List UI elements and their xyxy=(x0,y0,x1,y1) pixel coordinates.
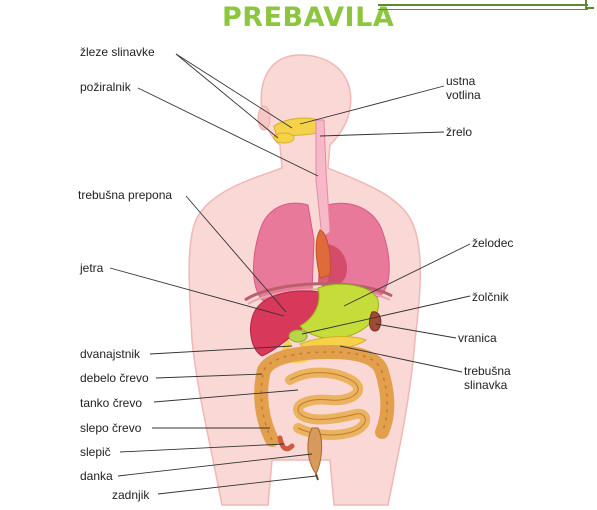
label-ustna-votlina-line2: votlina xyxy=(446,88,481,102)
spleen xyxy=(369,311,382,332)
salivary-gland xyxy=(273,132,295,144)
label-dvanajstnik: dvanajstnik xyxy=(80,347,141,361)
label-zolcnik: žolčnik xyxy=(472,290,509,304)
label-debelo-crevo: debelo črevo xyxy=(80,371,149,385)
label-trebusna-slinavka-line1: trebušna xyxy=(464,364,511,378)
leader-ustna-votlina xyxy=(299,85,445,125)
label-poziralnik: požiralnik xyxy=(80,80,131,94)
leader-dvanajstnik xyxy=(149,345,293,355)
anus xyxy=(315,473,319,481)
label-vranica: vranica xyxy=(458,331,497,345)
leader-danka xyxy=(117,453,313,477)
decorative-rule-thin xyxy=(378,9,588,10)
label-ustna-votlina-line1: ustna xyxy=(446,74,476,88)
leader-lines xyxy=(109,53,471,495)
leader-poziralnik xyxy=(137,87,319,177)
leader-trebusna-slinavka xyxy=(339,345,463,373)
label-slepic: slepič xyxy=(80,445,111,459)
small-intestine-outline xyxy=(289,372,366,436)
leader-debelo-crevo xyxy=(155,373,263,379)
label-tanko-crevo: tanko črevo xyxy=(80,396,143,410)
leader-tanko-crevo xyxy=(153,389,299,403)
leader-zelodec xyxy=(343,243,471,307)
label-zrelo: žrelo xyxy=(446,125,473,139)
label-trebusna-slinavka-line2: slinavka xyxy=(464,378,508,392)
label-trebusna-prepona: trebušna prepona xyxy=(78,188,173,202)
leader-zadnjik xyxy=(157,475,317,495)
diaphragm xyxy=(244,282,393,302)
leader-vranica xyxy=(375,323,457,339)
label-danka: danka xyxy=(80,469,113,483)
decorative-rule xyxy=(378,4,588,6)
leader-zrelo xyxy=(319,131,445,137)
leader-jetra xyxy=(109,267,285,317)
leader-slepic xyxy=(119,443,285,453)
rectum xyxy=(307,427,323,475)
gallbladder xyxy=(288,329,308,343)
esophagus xyxy=(315,119,331,239)
large-intestine-texture xyxy=(260,351,388,441)
esophagus-lower xyxy=(315,229,331,279)
page-title: PREBAVILA xyxy=(222,2,395,33)
leader-trebusna-prepona xyxy=(185,195,287,313)
label-zadnjik: zadnjik xyxy=(112,488,150,502)
leader-zleze-slinavke-a xyxy=(175,53,293,129)
leader-zleze-slinavke-b xyxy=(175,53,279,139)
label-zleze-slinavke: žleze slinavke xyxy=(80,45,155,59)
appendix xyxy=(277,435,295,452)
label-zelodec: želodec xyxy=(472,236,514,250)
label-jetra: jetra xyxy=(80,261,104,275)
leader-zolcnik xyxy=(301,295,471,335)
label-slepo-crevo: slepo črevo xyxy=(80,421,142,435)
decorative-corner xyxy=(585,0,594,9)
